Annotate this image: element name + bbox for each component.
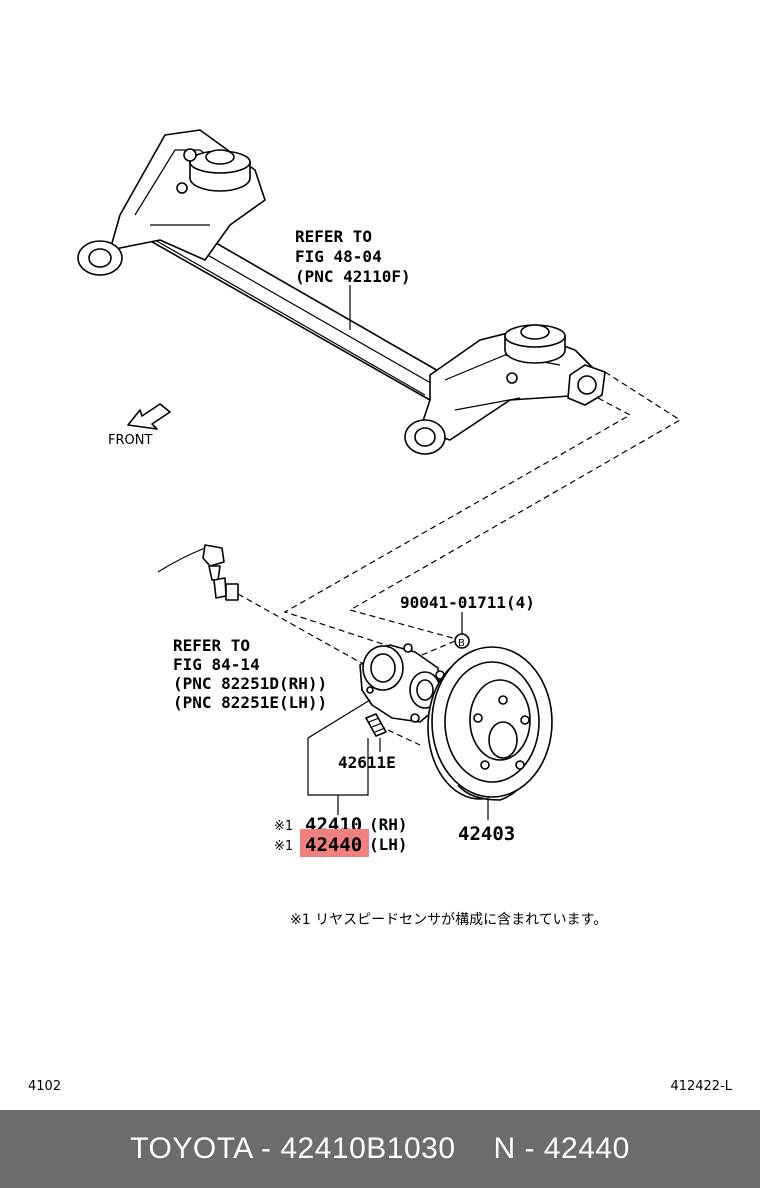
hub-lh-side: (LH): [369, 835, 408, 854]
stud-dashed-line: [387, 729, 421, 746]
axle-ref-line-2: FIG 48-04: [295, 247, 382, 266]
figure-number: 4102: [28, 1079, 61, 1094]
hub-bearing-assembly: [359, 643, 445, 723]
axle-ref-line-3: (PNC 42110F): [295, 267, 411, 286]
stud-part-number: 42611E: [338, 753, 396, 772]
bolt-part-number: 90041-01711(4): [400, 593, 535, 612]
speed-sensor: [157, 544, 239, 601]
parts-diagram: FRONT REFER TO FIG 48-04 (PNC 42110F) RE…: [28, 129, 733, 1094]
assembly-dashed-line: [348, 371, 682, 641]
brake-drum: [427, 646, 553, 801]
sensor-reference: REFER TO FIG 84-14 (PNC 82251D(RH)) (PNC…: [173, 636, 327, 712]
hub-bracket-leader: [307, 699, 371, 815]
hub-rh-mark: ※1: [274, 819, 293, 834]
sensor-ref-line-1: REFER TO: [173, 636, 250, 655]
footer-pnc: N - 42440: [493, 1132, 630, 1165]
hub-lh-part-number: 42440: [305, 834, 362, 856]
drum-part-number: 42403: [458, 823, 515, 845]
sensor-dashed-line: [237, 593, 366, 666]
bolt-marker-letter: B: [458, 638, 465, 649]
footnote: ※1 リヤスピードセンサが構成に含まれています。: [290, 912, 607, 928]
footer-brand-part: TOYOTA - 42410B1030: [130, 1132, 456, 1165]
sensor-ref-line-2: FIG 84-14: [173, 655, 260, 674]
front-arrow-icon: [127, 403, 171, 430]
front-label: FRONT: [108, 433, 152, 448]
assembly-dashed-line-2: [283, 397, 632, 649]
sensor-ref-line-3: (PNC 82251D(RH)): [173, 674, 327, 693]
part-number-footer: TOYOTA - 42410B1030 N - 42440: [0, 1110, 760, 1188]
hub-lh-highlight: [300, 829, 369, 857]
hub-lh-mark: ※1: [274, 839, 293, 854]
rear-axle-beam: [77, 129, 606, 455]
axle-reference: REFER TO FIG 48-04 (PNC 42110F): [295, 227, 411, 286]
hub-rh-side: (RH): [369, 815, 408, 834]
drawing-code: 412422-L: [670, 1079, 732, 1094]
hub-stud: [365, 713, 387, 737]
axle-ref-line-1: REFER TO: [295, 227, 372, 246]
sensor-ref-line-4: (PNC 82251E(LH)): [173, 693, 327, 712]
